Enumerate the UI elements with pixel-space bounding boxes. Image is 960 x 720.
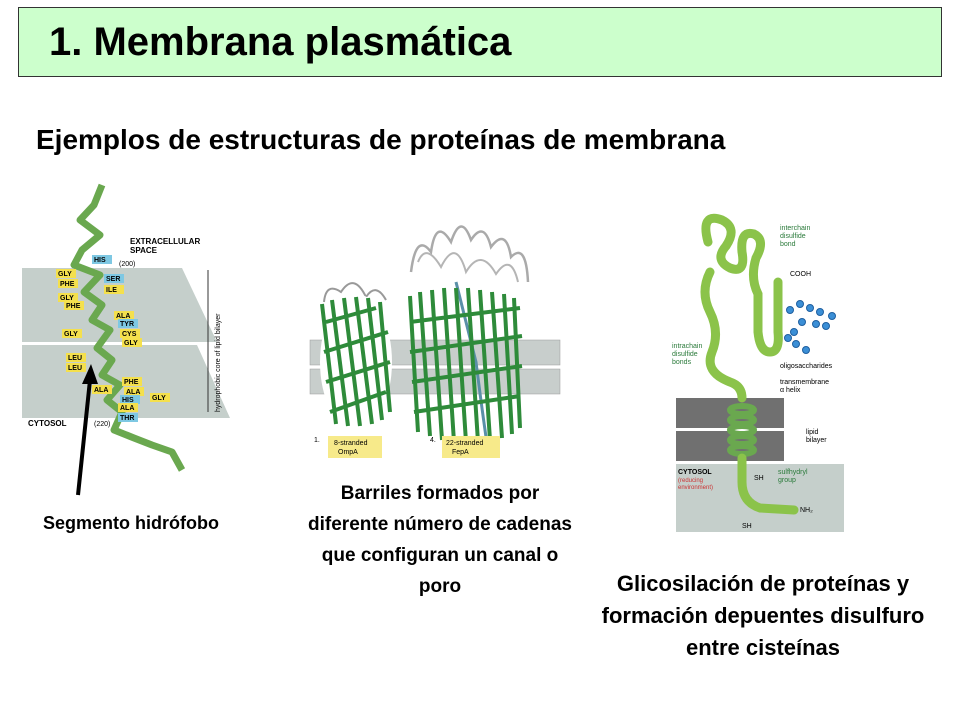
residue-tag bbox=[120, 395, 140, 404]
oligosaccharides-label: oligosaccharides bbox=[780, 363, 833, 370]
sulfhydryl-label: sulfhydryl group bbox=[778, 469, 810, 484]
residue-tag bbox=[104, 285, 124, 294]
residue-label: HIS bbox=[122, 397, 134, 404]
interchain-label: interchain disulfide bond bbox=[780, 225, 812, 248]
residue-num-200: (200) bbox=[119, 261, 135, 268]
residue-tag bbox=[120, 329, 140, 338]
ompa-label: 8-stranded OmpA bbox=[334, 440, 369, 456]
intrachain-label: intrachain disulfide bonds bbox=[672, 343, 704, 366]
residue-label: TYR bbox=[120, 321, 134, 328]
residue-label: PHE bbox=[60, 281, 75, 288]
cytosol-area bbox=[676, 464, 844, 532]
residue-label: GLY bbox=[58, 271, 72, 278]
residue-tag bbox=[66, 363, 86, 372]
lipid-bilayer-label: lipid bilayer bbox=[806, 429, 827, 444]
glycoprotein-figure: interchain disulfide bond COOH intrachai… bbox=[670, 212, 848, 534]
cytosol-right-label: CYTOSOL bbox=[678, 469, 712, 476]
caption-barrels: Barriles formados por diferente número d… bbox=[308, 483, 572, 597]
residue-label: PHE bbox=[124, 379, 139, 386]
hydrophobic-core-label: hydrophobic core of lipid bilayer bbox=[215, 313, 222, 412]
residue-tag bbox=[58, 279, 78, 288]
residue-label: ALA bbox=[126, 389, 140, 396]
residue-label: GLY bbox=[152, 395, 166, 402]
residue-label: ALA bbox=[116, 313, 130, 320]
residue-num-220: (220) bbox=[94, 421, 110, 428]
residue-tag bbox=[92, 255, 112, 264]
residue-tag bbox=[64, 301, 84, 310]
residue-tag bbox=[122, 377, 142, 386]
residue-tag bbox=[118, 403, 138, 412]
residue-tag bbox=[92, 385, 112, 394]
ompa-label-box bbox=[328, 436, 382, 458]
residue-label: GLY bbox=[124, 340, 138, 347]
reducing-label: (reducing environment) bbox=[678, 478, 713, 491]
residue-label: ALA bbox=[120, 405, 134, 412]
oligosaccharide-chain bbox=[784, 300, 836, 354]
residue-label: GLY bbox=[64, 331, 78, 338]
residue-label: GLY bbox=[60, 295, 74, 302]
residue-label: LEU bbox=[68, 365, 82, 372]
residue-tag bbox=[122, 338, 142, 347]
pointer-arrow bbox=[76, 364, 98, 496]
fepa-barrel bbox=[408, 225, 530, 443]
page-title: 1. Membrana plasmática bbox=[49, 20, 512, 64]
residue-label: HIS bbox=[94, 257, 106, 264]
fepa-label: 22-stranded FepA bbox=[446, 440, 485, 456]
extracellular-label: EXTRACELLULAR SPACE bbox=[130, 237, 202, 255]
residue-tag bbox=[66, 353, 86, 362]
fepa-label-box bbox=[442, 436, 500, 458]
barrel-figure: 1. 8-stranded OmpA 4. 22-stranded FepA bbox=[306, 212, 568, 464]
cooh-label: COOH bbox=[790, 271, 811, 278]
cytosolic-tail bbox=[737, 453, 799, 515]
residue-label: SER bbox=[106, 276, 120, 283]
sh-label-2: SH bbox=[742, 523, 752, 530]
residue-tag bbox=[118, 413, 138, 422]
protein-chain bbox=[701, 213, 783, 357]
transmembrane-label: transmembrane α helix bbox=[780, 379, 831, 394]
residue-tag bbox=[104, 274, 124, 283]
residue-tag bbox=[124, 387, 144, 396]
residue-tag bbox=[118, 319, 138, 328]
residue-label: ILE bbox=[106, 287, 117, 294]
residue-tag bbox=[58, 293, 78, 302]
helix-ribbon bbox=[70, 183, 186, 472]
residue-label: CYS bbox=[122, 331, 137, 338]
residue-tag bbox=[114, 311, 134, 320]
residue-label: LEU bbox=[68, 355, 82, 362]
fepa-number: 4. bbox=[430, 437, 436, 444]
protein-lower-loop bbox=[700, 267, 747, 403]
residue-label: PHE bbox=[66, 303, 81, 310]
transmembrane-helix bbox=[727, 403, 757, 457]
residue-tag bbox=[56, 269, 76, 278]
page-subtitle: Ejemplos de estructuras de proteínas de … bbox=[36, 124, 726, 155]
title-bar: 1. Membrana plasmática bbox=[18, 7, 942, 77]
residue-label: ALA bbox=[94, 387, 108, 394]
caption-glycosylation: Glicosilación de proteínas y formación d… bbox=[601, 571, 925, 660]
ompa-barrel bbox=[320, 282, 392, 430]
caption-hydrophobic-segment: Segmento hidrófobo bbox=[43, 513, 219, 533]
ompa-number: 1. bbox=[314, 437, 320, 444]
residue-label: THR bbox=[120, 415, 134, 422]
sh-label-1: SH bbox=[754, 475, 764, 482]
nh2-label: NH₂ bbox=[800, 507, 813, 514]
cytosol-label: CYTOSOL bbox=[28, 419, 67, 428]
residue-tag bbox=[150, 393, 170, 402]
residue-tag bbox=[62, 329, 82, 338]
